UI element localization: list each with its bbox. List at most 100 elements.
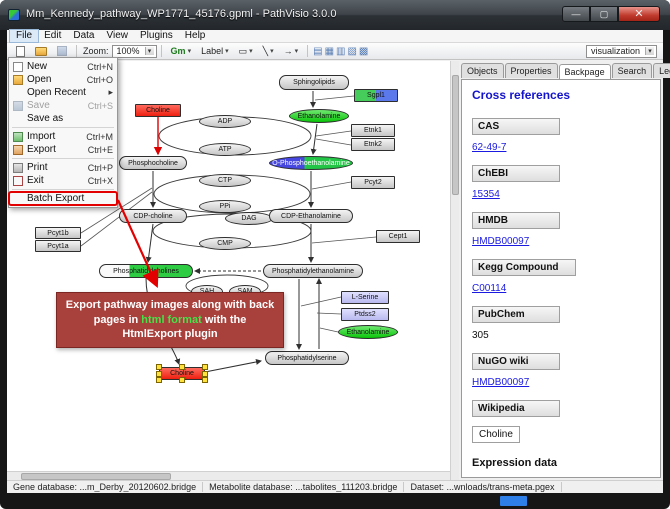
vertical-scroll-thumb[interactable] [452, 75, 459, 195]
pathway-node-sgpl1[interactable]: Sgpl1 [354, 89, 398, 102]
maximize-button[interactable]: ▢ [590, 6, 618, 22]
tab-objects[interactable]: Objects [461, 63, 504, 78]
menu-data[interactable]: Data [73, 30, 95, 41]
chevron-down-icon[interactable]: ▾ [294, 48, 299, 55]
selection-handle[interactable] [156, 364, 162, 370]
horizontal-scroll-thumb[interactable] [21, 473, 171, 480]
selection-handle[interactable] [179, 364, 185, 370]
pathway-node-l-serine[interactable]: L-Serine [341, 291, 389, 304]
align-icon-1[interactable]: ▤ [313, 45, 323, 57]
blank-icon [13, 194, 23, 204]
tab-properties[interactable]: Properties [504, 63, 558, 78]
open-file-button[interactable] [31, 45, 51, 58]
line-tool-button[interactable]: ╲▾ [259, 45, 278, 58]
connector-tool-button[interactable]: →▾ [280, 45, 303, 58]
pathway-node-ctp[interactable]: CTP [199, 174, 251, 187]
menubar: File Edit Data View Plugins Help [7, 29, 663, 43]
window-controls: — ▢ ✕ [562, 6, 660, 22]
chevron-down-icon[interactable]: ▾ [187, 48, 192, 55]
pathway-node-ppi[interactable]: PPi [199, 200, 251, 213]
align-icon-4[interactable]: ▧ [347, 45, 357, 57]
pathway-node-adp[interactable]: ADP [199, 115, 251, 128]
menu-help[interactable]: Help [184, 30, 206, 41]
tab-legend[interactable]: Legend [653, 63, 670, 78]
chevron-down-icon[interactable]: ▾ [270, 48, 274, 55]
file-menu-item-open-recent[interactable]: Open Recent▸ [9, 86, 117, 99]
pathway-node-cmp[interactable]: CMP [199, 237, 251, 250]
pathway-node-sphingolipids[interactable]: Sphingolipids [279, 75, 349, 90]
taskbar-fragment [500, 496, 527, 506]
pathway-node-phosphatidylcholines[interactable]: Phosphatidylcholines [99, 264, 193, 278]
line-tool-icon: ╲ [262, 45, 269, 56]
xref-value-cas[interactable]: 62-49-7 [472, 142, 507, 153]
chevron-down-icon[interactable]: ▾ [645, 47, 654, 55]
selection-handle[interactable] [156, 377, 162, 383]
pathway-node-choline[interactable]: Choline [135, 104, 181, 117]
close-button[interactable]: ✕ [618, 6, 660, 22]
pathway-node-pcyt1b[interactable]: Pcyt1b [35, 227, 81, 239]
pathway-node-etnk2[interactable]: Etnk2 [351, 138, 395, 151]
pathway-node-ethanolamine[interactable]: Ethanolamine [289, 109, 349, 123]
xref-value-chebi[interactable]: 15354 [472, 189, 500, 200]
label-tool-button[interactable]: Label▾ [197, 45, 233, 58]
pathway-node-pcyt1a[interactable]: Pcyt1a [35, 240, 81, 252]
menu-file[interactable]: File [8, 29, 40, 43]
align-icon-3[interactable]: ▥ [336, 45, 346, 57]
xref-value-hmdb[interactable]: HMDB00097 [472, 236, 530, 247]
menu-edit[interactable]: Edit [44, 30, 62, 41]
xref-value-nugo-wiki[interactable]: HMDB00097 [472, 377, 530, 388]
pathway-node-ethanolamine[interactable]: Ethanolamine [338, 325, 398, 339]
pathway-node-phosphatidylethanolamine[interactable]: Phosphatidylethanolamine [263, 264, 363, 278]
menu-item-label: Import [27, 131, 56, 142]
file-menu-item-batch-export[interactable]: Batch Export [8, 191, 118, 206]
pathway-node-etnk1[interactable]: Etnk1 [351, 124, 395, 137]
pathway-node-cdp-choline[interactable]: CDP-choline [119, 209, 187, 223]
align-icon-5[interactable]: ▩ [358, 45, 369, 57]
chevron-down-icon[interactable]: ▾ [249, 48, 253, 55]
pathway-node-phosphocholine[interactable]: Phosphocholine [119, 156, 187, 170]
tab-backpage[interactable]: Backpage [558, 64, 611, 79]
file-menu-item-save-as[interactable]: Save as [9, 112, 117, 125]
canvas-vertical-scrollbar[interactable] [450, 61, 459, 480]
tab-search[interactable]: Search [611, 63, 653, 78]
chevron-down-icon[interactable]: ▾ [144, 47, 154, 55]
pathway-node-o-phosphoethanolamine[interactable]: O-Phosphoethanolamine [269, 156, 353, 170]
pathway-node-cept1[interactable]: Cept1 [376, 230, 420, 243]
pathway-node-pcyt2[interactable]: Pcyt2 [351, 176, 395, 189]
zoom-combobox[interactable]: 100%▾ [111, 44, 157, 58]
selection-handle[interactable] [156, 370, 162, 377]
selection-handle[interactable] [202, 364, 208, 370]
menu-plugins[interactable]: Plugins [139, 30, 173, 41]
statusbar-segment-2: Metabolite database: ...tabolites_111203… [203, 482, 405, 492]
pathway-node-atp[interactable]: ATP [199, 143, 251, 156]
chevron-down-icon[interactable]: ▾ [225, 48, 229, 55]
selection-handle[interactable] [202, 370, 208, 377]
pathway-node-phosphatidylserine[interactable]: Phosphatidylserine [265, 351, 349, 365]
selection-handle[interactable] [202, 377, 208, 383]
gene-product-tool-button[interactable]: Gm▾ [167, 45, 196, 58]
expression-data-heading: Expression data [472, 457, 557, 469]
shape-tool-button[interactable]: ▭▾ [235, 45, 257, 58]
save-button[interactable] [53, 45, 71, 58]
xref-value-kegg-compound[interactable]: C00114 [472, 283, 507, 294]
visualization-combobox[interactable]: visualization▾ [585, 44, 657, 58]
align-icon-2[interactable]: ▦ [324, 45, 335, 57]
pathway-node-cdp-ethanolamine[interactable]: CDP-Ethanolamine [269, 209, 353, 223]
submenu-arrow-icon: ▸ [108, 87, 113, 97]
minimize-button[interactable]: — [562, 6, 590, 22]
menu-view[interactable]: View [106, 30, 128, 41]
new-file-button[interactable] [12, 45, 29, 58]
selection-handle[interactable] [179, 377, 185, 383]
canvas-horizontal-scrollbar[interactable] [7, 471, 450, 480]
titlebar[interactable]: Mm_Kennedy_pathway_WP1771_45176.gpml - P… [0, 0, 670, 30]
pathway-node-dag[interactable]: DAG [225, 212, 273, 225]
pathway-node-ptdss2[interactable]: Ptdss2 [341, 308, 389, 321]
